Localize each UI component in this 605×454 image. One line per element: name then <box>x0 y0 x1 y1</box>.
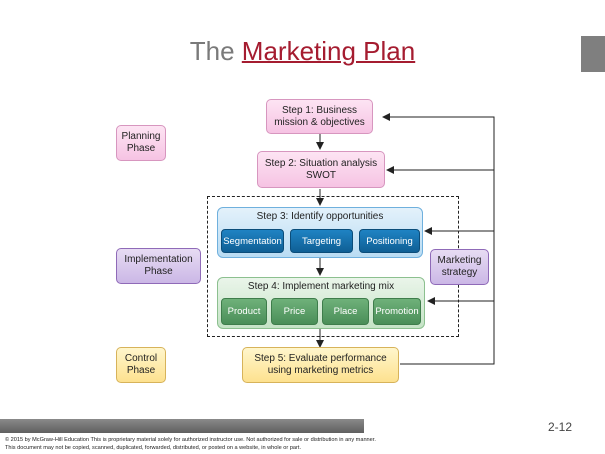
page-number: 2-12 <box>547 420 572 434</box>
implementation-phase-label: Implementation Phase <box>116 248 201 284</box>
step3-title: Step 3: Identify opportunities <box>256 211 384 222</box>
slide-title: The Marketing Plan <box>0 36 605 67</box>
feedback-loop <box>382 113 495 365</box>
step2-box: Step 2: Situation analysis SWOT <box>257 151 385 188</box>
title-highlight: Marketing Plan <box>241 36 416 66</box>
product-box: Product <box>221 298 267 325</box>
corner-tab <box>581 36 605 72</box>
place-box: Place <box>322 298 369 325</box>
copyright-line-1: © 2015 by McGraw-Hill Education This is … <box>5 437 376 443</box>
positioning-box: Positioning <box>359 229 420 253</box>
step3-panel: Step 3: Identify opportunities Segmentat… <box>217 207 423 258</box>
footer-bar <box>0 419 364 433</box>
title-prefix: The <box>189 36 242 66</box>
step4-title: Step 4: Implement marketing mix <box>247 281 395 292</box>
marketing-strategy-label: Marketing strategy <box>430 249 489 285</box>
step5-box: Step 5: Evaluate performance using marke… <box>242 347 399 383</box>
copyright-line-2: This document may not be copied, scanned… <box>5 445 302 451</box>
segmentation-box: Segmentation <box>221 229 284 253</box>
promotion-box: Promotion <box>373 298 421 325</box>
price-box: Price <box>271 298 318 325</box>
targeting-box: Targeting <box>290 229 353 253</box>
step1-box: Step 1: Business mission & objectives <box>266 99 373 134</box>
planning-phase-label: Planning Phase <box>116 125 166 161</box>
control-phase-label: Control Phase <box>116 347 166 383</box>
step4-panel: Step 4: Implement marketing mix Product … <box>217 277 425 329</box>
